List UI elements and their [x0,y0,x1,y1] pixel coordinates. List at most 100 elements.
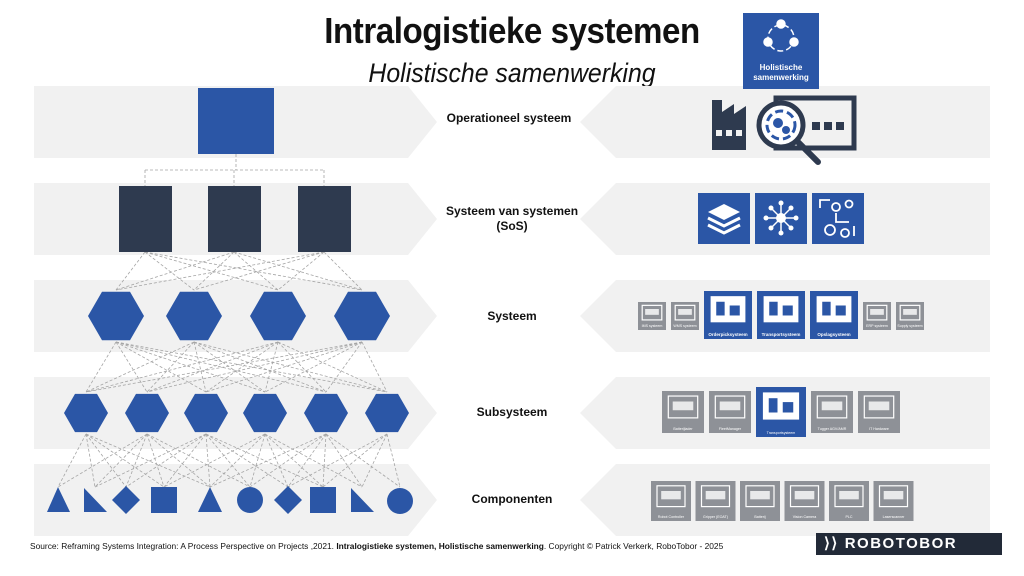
system-node-3 [250,291,306,341]
level-label-systeem: Systeem [487,309,536,323]
component-diamond-shape [112,486,140,514]
component-icons: Robot Controller Gripper (EOAT) Batterij Vi… [651,481,914,521]
footer-copyright: . Copyright © Patrick Verkerk, RoboTobor… [543,541,724,551]
system-node-1 [88,291,144,341]
level-labels: Operationeel systeem Systeem van systeme… [446,111,578,506]
holistic-caption-1: Holistische [760,63,803,72]
component-4-label: Vision Camera [793,515,817,519]
level-label-sos-abbrev: (SoS) [496,219,527,233]
component-1-label: Robot Controller [658,515,685,519]
system-2-label: WMS systeem [673,324,696,328]
logo-text: ROBOTOBOR [844,535,958,552]
system-7-label: Supply systeem [897,324,922,328]
component-4-tile: Vision Camera [784,481,825,521]
component-circle-shape-2 [387,488,413,514]
footer-source-bold: Intralogistieke systemen, Holistische sa… [336,541,544,551]
component-right-triangle-shape [84,488,107,512]
system-7-icon [899,304,921,321]
component-6-tile: Laserscanner [873,481,914,521]
subsystem-4-tile: Tugger AGV/AMR [811,391,853,433]
component-2-label: Gripper (EOAT) [703,515,728,519]
workflow-gears-icon [812,193,864,244]
subsystem-1-tile: Batterijlader [662,391,704,433]
subsystem-2-tile: FleetManager [709,391,751,433]
subsystem-3-tile: Transportsysteem [756,387,806,437]
subsystem-1-label: Batterijlader [673,427,693,431]
system-1-icon [641,304,663,321]
footer-source-text: Source: Reframing Systems Integration: A… [30,541,337,551]
band-systeem-left [34,280,437,352]
level-label-subsysteem: Subsysteem [477,405,548,419]
level-label-componenten: Componenten [472,492,553,506]
robotobor-logo[interactable]: ⟩⟩ROBOTOBOR [816,533,1002,555]
factory-magnifier-icon [705,90,857,165]
component-2-tile: Gripper (EOAT) [695,481,736,521]
subsystem-4-label: Tugger AGV/AMR [818,427,847,431]
system-1-label: IMS systeem [642,324,663,328]
component-right-triangle-shape-2 [351,488,374,512]
system-6-icon [866,304,888,321]
sos-node-3 [298,186,351,252]
level-label-sos: Systeem van systemen [446,204,578,218]
system-4-tile: Transportsysteem [757,291,805,339]
system-3-label: Orderpicksysteem [708,332,747,337]
system-2-icon [674,304,696,321]
subsystem-node-5 [304,393,348,433]
system-6-tile: ERP systeem [863,302,891,330]
component-1-icon [656,485,686,508]
sos-node-1 [119,186,172,252]
sos-icons [698,193,864,244]
subsystem-node-1 [64,393,108,433]
component-triangle-shape-2 [198,487,222,512]
system-2-tile: WMS systeem [671,302,699,330]
subsystem-node-6 [365,393,409,433]
system-node-2 [166,291,222,341]
component-square-shape-2 [310,487,336,513]
system-5-label: Opslagsysteem [817,332,850,337]
component-6-label: Laserscanner [883,515,906,519]
system-7-tile: Supply systeem [896,302,924,330]
subsystem-node-3 [184,393,228,433]
subsystem-1-icon [667,395,699,419]
component-square-shape [151,487,177,513]
holistic-badge: Holistische samenwerking [743,13,819,89]
component-4-icon [789,485,820,508]
level-label-operationeel: Operationeel systeem [447,111,572,125]
footer-source: Source: Reframing Systems Integration: A… [30,541,723,551]
component-5-label: PLC [846,515,853,519]
component-1-tile: Robot Controller [651,481,691,521]
page-title: Intralogistieke systemen [324,10,700,51]
component-3-tile: Batterij [740,481,780,521]
subsystem-5-label: IT Hardware [869,427,889,431]
subsystem-2-label: FleetManager [719,427,742,431]
band-componenten-left [34,464,437,536]
people-cycle-icon [763,19,799,52]
subsystem-node-4 [243,393,287,433]
component-3-label: Batterij [754,515,765,519]
component-triangle-shape [47,487,70,512]
component-diamond-shape-2 [274,486,302,514]
system-4-label: Transportsysteem [762,332,801,337]
system-3-tile: Orderpicksysteem [704,291,752,339]
connection-lines [57,154,401,488]
component-shapes [47,486,413,514]
subsystem-2-icon [714,395,746,419]
page-subtitle: Holistische samenwerking [368,58,656,88]
subsystem-icons: Batterijlader FleetManagerTransportsystee… [662,387,900,437]
holistic-caption-2: samenwerking [753,73,809,82]
subsystem-4-icon [816,395,848,419]
system-6-label: ERP systeem [866,324,888,328]
subsystem-3-label: Transportsysteem [767,431,796,435]
system-5-tile: Opslagsysteem [810,291,858,339]
component-circle-shape [237,487,263,513]
component-5-tile: PLC [829,481,869,521]
system-node-4 [334,291,390,341]
component-5-icon [834,485,864,508]
level-shapes [47,88,413,514]
network-nodes-icon [755,193,807,244]
component-3-icon [745,485,775,508]
subsystem-node-2 [125,393,169,433]
subsystem-5-tile: IT Hardware [858,391,900,433]
